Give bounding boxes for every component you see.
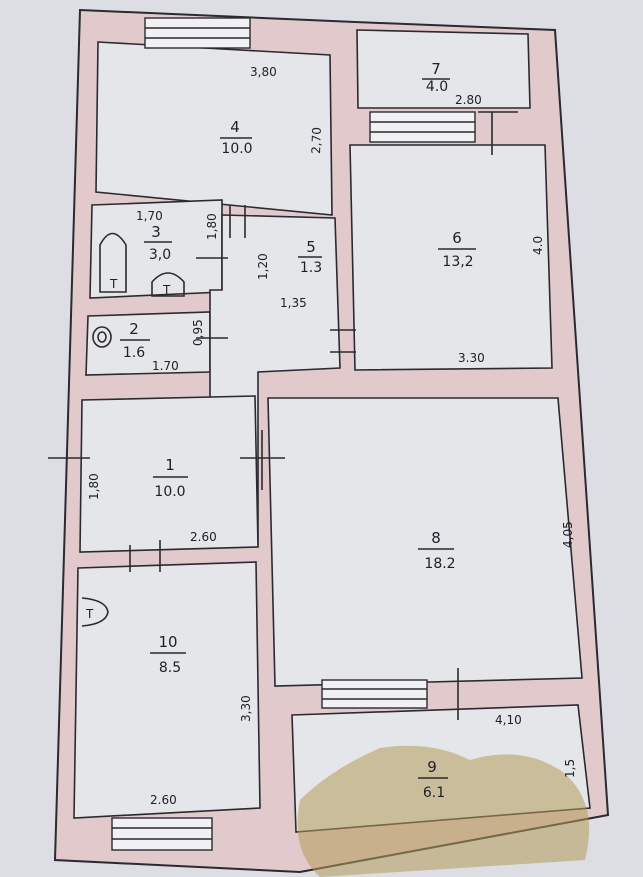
room-number: 5 bbox=[306, 238, 316, 256]
dim-r2-height: 0,95 bbox=[191, 319, 205, 346]
room-area: 10.0 bbox=[221, 141, 252, 157]
sink-icon: T bbox=[151, 272, 185, 297]
room-area: 18.2 bbox=[424, 556, 455, 572]
toilet-icon bbox=[92, 326, 112, 348]
dim-r1-width: 2.60 bbox=[190, 530, 217, 544]
dim-r10-height: 3,30 bbox=[239, 695, 253, 722]
window-room8 bbox=[321, 679, 428, 709]
room-area: 1.6 bbox=[123, 345, 145, 361]
room-labels: 1 10.0 2 1.6 3 3,0 4 10.0 5 1.3 6 13,2 7… bbox=[120, 60, 476, 801]
window-bottom bbox=[111, 817, 213, 851]
dim-r10-width: 2.60 bbox=[150, 793, 177, 807]
dim-r8-width: 4,10 bbox=[495, 713, 522, 727]
dim-r1-height: 1,80 bbox=[87, 473, 101, 500]
dim-r4-height: 2,70 bbox=[309, 127, 324, 154]
dimension-labels: 3,80 2,70 2.80 4.0 3.30 1,70 1,80 1,20 1… bbox=[87, 65, 577, 807]
dim-r5-height: 1,20 bbox=[256, 253, 270, 280]
svg-text:T: T bbox=[85, 607, 94, 621]
svg-text:T: T bbox=[109, 277, 118, 291]
dim-r6-width: 3.30 bbox=[458, 351, 485, 365]
dim-r8-height: 4,05 bbox=[561, 521, 575, 548]
window-room6 bbox=[369, 111, 476, 143]
dim-r7-width: 2.80 bbox=[455, 93, 482, 107]
room-number: 7 bbox=[431, 60, 441, 78]
svg-text:T: T bbox=[162, 283, 171, 297]
room-8 bbox=[267, 397, 583, 687]
room-number: 6 bbox=[452, 229, 462, 247]
room-number: 10 bbox=[158, 633, 177, 651]
room-4 bbox=[95, 41, 333, 216]
room-number: 3 bbox=[151, 223, 161, 241]
dim-r4-width: 3,80 bbox=[250, 65, 277, 79]
window-top bbox=[144, 17, 251, 49]
room-number: 2 bbox=[129, 320, 139, 338]
room-area: 6.1 bbox=[423, 785, 445, 801]
room-area: 3,0 bbox=[149, 247, 171, 263]
paper-stain bbox=[297, 745, 590, 877]
room-1 bbox=[79, 395, 259, 553]
room-10 bbox=[73, 561, 261, 819]
dim-r6-height: 4.0 bbox=[531, 236, 545, 255]
room-area: 10.0 bbox=[154, 484, 185, 500]
room-area: 4.0 bbox=[426, 79, 448, 95]
room-area: 13,2 bbox=[442, 254, 473, 270]
room-number: 8 bbox=[431, 529, 441, 547]
room-area: 8.5 bbox=[159, 660, 181, 676]
room-7 bbox=[356, 29, 531, 109]
door-marks bbox=[48, 111, 518, 720]
dim-r9-height: 1,5 bbox=[563, 759, 577, 778]
dim-r5-width: 1,35 bbox=[280, 296, 307, 310]
room-area: 1.3 bbox=[300, 260, 322, 276]
room-number: 9 bbox=[427, 758, 437, 776]
dim-r2-width: 1.70 bbox=[152, 359, 179, 373]
dim-r3-height: 1,80 bbox=[205, 213, 219, 240]
dim-r3-width: 1,70 bbox=[136, 209, 163, 223]
boiler-icon: T bbox=[81, 597, 109, 627]
room-number: 1 bbox=[165, 456, 175, 474]
bathtub-icon: T bbox=[99, 232, 127, 293]
room-6 bbox=[349, 144, 553, 371]
room-number: 4 bbox=[230, 118, 240, 136]
